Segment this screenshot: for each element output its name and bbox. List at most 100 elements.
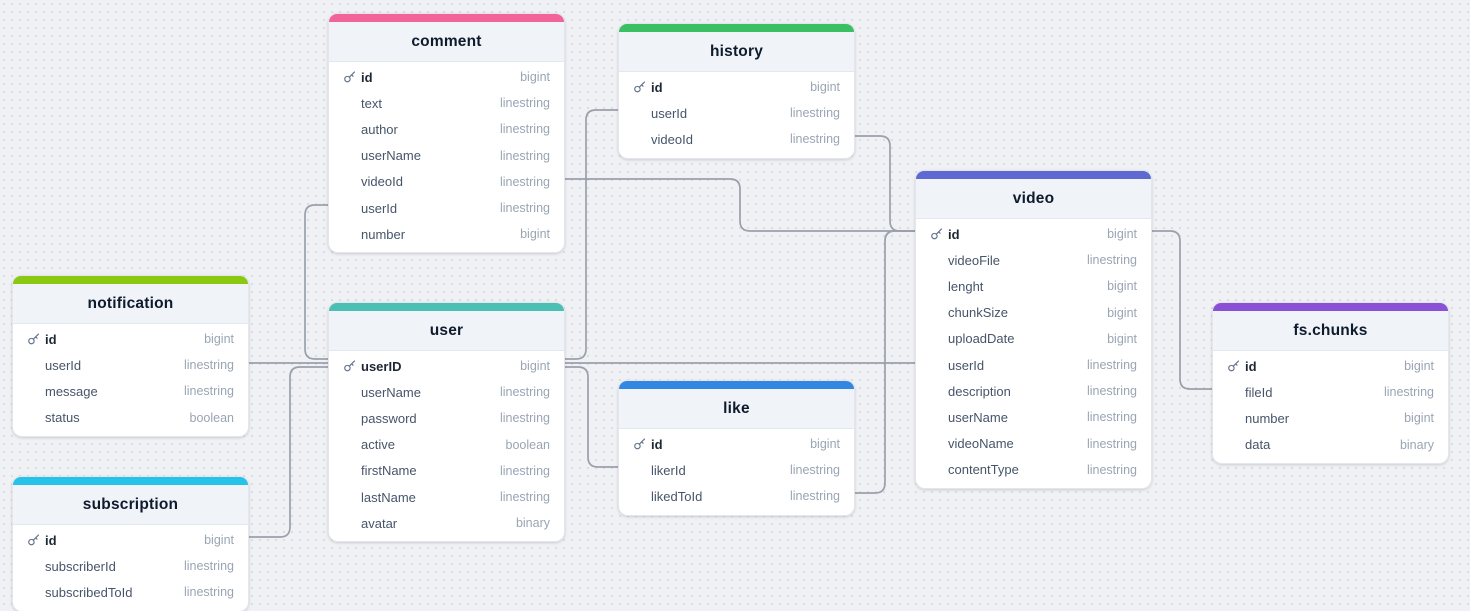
field-type: linestring — [183, 358, 234, 373]
field-row[interactable]: videoId linestring — [619, 126, 854, 152]
relationship-edge-comment.videoId-video.id[interactable] — [564, 178, 916, 232]
relationship-edge-user.userID-like.likerId[interactable] — [564, 366, 619, 468]
field-row[interactable]: id bigint — [1213, 353, 1448, 379]
field-row[interactable]: id bigint — [619, 74, 854, 100]
field-row[interactable]: subscriberId linestring — [13, 553, 248, 579]
primary-key-icon — [1227, 386, 1240, 399]
field-name: chunkSize — [948, 305, 1008, 321]
field-type: linestring — [183, 585, 234, 600]
field-row[interactable]: author linestring — [329, 116, 564, 142]
field-row[interactable]: userName linestring — [329, 379, 564, 405]
table-fs-chunks[interactable]: fs.chunks id bigint fileId linestring nu… — [1212, 302, 1449, 464]
relationship-edge-subscription.id-user.userID[interactable] — [248, 366, 329, 538]
field-row[interactable]: videoId linestring — [329, 169, 564, 195]
primary-key-icon — [633, 133, 646, 146]
relationship-edge-video.id-fs.chunks.fileId[interactable] — [1151, 230, 1213, 390]
relationship-edge-history.userId-user.userID[interactable] — [564, 109, 619, 360]
primary-key-icon — [27, 359, 40, 372]
relationship-edge-like.likedToId-video.id[interactable] — [854, 230, 916, 494]
table-like[interactable]: like id bigint likerId linestring likedT… — [618, 380, 855, 516]
primary-key-icon — [27, 411, 40, 424]
field-row[interactable]: contentType linestring — [916, 457, 1151, 483]
field-row[interactable]: fileId linestring — [1213, 379, 1448, 405]
field-row[interactable]: userId linestring — [13, 352, 248, 378]
relationship-edge-history.videoId-video.id[interactable] — [854, 135, 916, 232]
field-row[interactable]: userName linestring — [916, 404, 1151, 430]
field-row[interactable]: lenght bigint — [916, 273, 1151, 299]
field-type: linestring — [499, 96, 550, 111]
field-name: userName — [361, 384, 421, 400]
field-row[interactable]: message linestring — [13, 378, 248, 404]
field-row[interactable]: userId linestring — [916, 352, 1151, 378]
field-row[interactable]: id bigint — [329, 64, 564, 90]
field-row[interactable]: firstName linestring — [329, 458, 564, 484]
field-row[interactable]: data binary — [1213, 432, 1448, 458]
table-accent-bar — [13, 477, 248, 485]
field-name: lastName — [361, 489, 416, 505]
table-user[interactable]: user userID bigint userName linestring p… — [328, 302, 565, 543]
field-row[interactable]: avatar binary — [329, 510, 564, 536]
field-row[interactable]: uploadDate bigint — [916, 326, 1151, 352]
primary-key-icon — [930, 437, 943, 450]
field-rows: id bigint userId linestring videoId line… — [619, 72, 854, 158]
field-row[interactable]: userId linestring — [329, 195, 564, 221]
field-row[interactable]: description linestring — [916, 378, 1151, 404]
field-type: bigint — [520, 359, 550, 374]
relationship-edge-comment.userId-user.userID[interactable] — [304, 204, 329, 360]
table-video[interactable]: video id bigint videoFile linestring len… — [915, 170, 1152, 489]
field-type: linestring — [499, 385, 550, 400]
field-row[interactable]: likedToId linestring — [619, 483, 854, 509]
field-name: active — [361, 437, 395, 453]
field-type: linestring — [789, 132, 840, 147]
table-header[interactable]: comment — [329, 22, 564, 62]
table-header[interactable]: history — [619, 32, 854, 72]
field-row[interactable]: id bigint — [13, 527, 248, 553]
field-row[interactable]: subscribedToId linestring — [13, 579, 248, 605]
table-header[interactable]: notification — [13, 284, 248, 324]
field-name: userId — [948, 357, 985, 373]
field-row[interactable]: id bigint — [916, 221, 1151, 247]
table-subscription[interactable]: subscription id bigint subscriberId line… — [12, 476, 249, 611]
field-row[interactable]: userId linestring — [619, 100, 854, 126]
field-name: text — [361, 95, 382, 111]
field-row[interactable]: password linestring — [329, 405, 564, 431]
field-row[interactable]: userName linestring — [329, 143, 564, 169]
field-rows: id bigint subscriberId linestring subscr… — [13, 525, 248, 611]
field-name: message — [45, 383, 98, 399]
table-title: user — [429, 321, 464, 339]
field-row[interactable]: status boolean — [13, 405, 248, 431]
field-row[interactable]: id bigint — [619, 431, 854, 457]
field-type: bigint — [1107, 331, 1137, 346]
table-header[interactable]: fs.chunks — [1213, 311, 1448, 351]
primary-key-icon — [930, 332, 943, 345]
table-history[interactable]: history id bigint userId linestring vide… — [618, 23, 855, 159]
primary-key-icon — [930, 306, 943, 319]
table-comment[interactable]: comment id bigint text linestring author… — [328, 13, 565, 254]
table-header[interactable]: subscription — [13, 485, 248, 525]
field-row[interactable]: lastName linestring — [329, 484, 564, 510]
field-row[interactable]: number bigint — [1213, 405, 1448, 431]
field-name: id — [45, 331, 57, 347]
field-row[interactable]: videoName linestring — [916, 431, 1151, 457]
field-row[interactable]: chunkSize bigint — [916, 300, 1151, 326]
field-row[interactable]: id bigint — [13, 326, 248, 352]
table-header[interactable]: video — [916, 179, 1151, 219]
field-row[interactable]: active boolean — [329, 432, 564, 458]
field-type: bigint — [1107, 227, 1137, 242]
table-header[interactable]: user — [329, 311, 564, 351]
field-type: binary — [1399, 437, 1434, 452]
field-row[interactable]: userID bigint — [329, 353, 564, 379]
primary-key-icon — [633, 438, 646, 451]
field-row[interactable]: likerId linestring — [619, 457, 854, 483]
field-rows: id bigint videoFile linestring lenght bi… — [916, 219, 1151, 488]
table-header[interactable]: like — [619, 389, 854, 429]
field-row[interactable]: videoFile linestring — [916, 247, 1151, 273]
table-notification[interactable]: notification id bigint userId linestring… — [12, 275, 249, 437]
field-name: userName — [948, 409, 1008, 425]
field-row[interactable]: number bigint — [329, 221, 564, 247]
field-name: id — [361, 69, 373, 85]
table-title: like — [723, 399, 750, 417]
field-row[interactable]: text linestring — [329, 90, 564, 116]
